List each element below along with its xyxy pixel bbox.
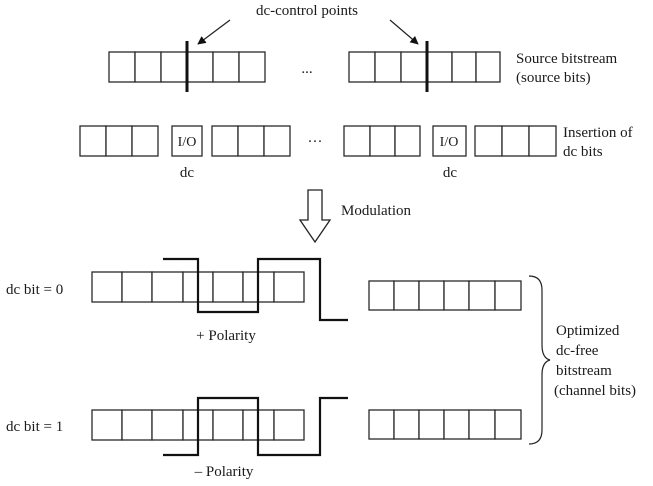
io-label-right: I/O: [440, 135, 459, 150]
minus-polarity-label: – Polarity: [194, 464, 254, 480]
insertion-label-line2: dc bits: [563, 144, 603, 160]
modulation-arrow-icon: [298, 189, 332, 244]
dc0-label: dc bit = 0: [6, 282, 63, 298]
output-label-line4: (channel bits): [554, 383, 636, 399]
dc1-label: dc bit = 1: [6, 419, 63, 435]
source-ellipsis: ...: [301, 61, 312, 77]
control-point-arrow-right: [389, 19, 419, 45]
dc-label-left: dc: [180, 165, 195, 181]
control-points-label: dc-control points: [256, 3, 358, 19]
output-brace: [528, 275, 551, 445]
output-label-line3: bitstream: [556, 363, 612, 379]
modulation-label: Modulation: [341, 203, 411, 219]
dc0-output-stream: [368, 280, 522, 311]
control-point-arrow-left: [197, 19, 231, 45]
io-label-left: I/O: [178, 135, 197, 150]
insertion-ellipsis: ···: [308, 134, 323, 150]
source-bitstream-right: [348, 41, 501, 92]
insertion-stream: [79, 125, 557, 157]
source-label-line2: (source bits): [516, 70, 591, 86]
plus-polarity-waveform: [163, 257, 348, 322]
output-label-line2: dc-free: [556, 343, 599, 359]
dc-label-right: dc: [443, 165, 458, 181]
output-label-line1: Optimized: [556, 323, 620, 339]
io-box-left: [171, 125, 203, 157]
io-box-right: [432, 125, 467, 157]
dc1-output-stream: [368, 409, 522, 440]
source-bitstream-left: [108, 41, 266, 92]
plus-polarity-label: + Polarity: [196, 328, 256, 344]
source-label-line1: Source bitstream: [516, 51, 618, 67]
insertion-label-line1: Insertion of: [563, 125, 633, 141]
minus-polarity-waveform: [163, 396, 348, 457]
